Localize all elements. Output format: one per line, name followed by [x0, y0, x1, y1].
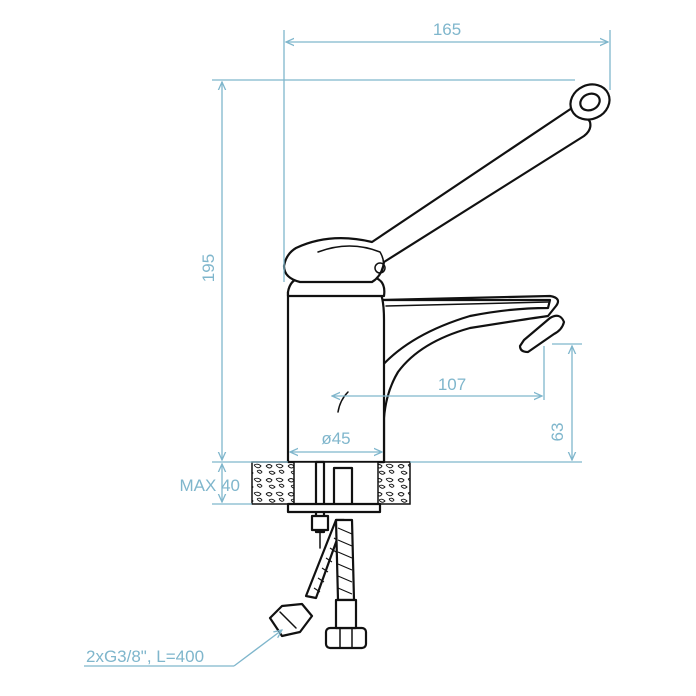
countertop-section: [251, 460, 411, 549]
hoses-label: 2xG3/8", L=400: [86, 647, 204, 666]
lever-arm: [282, 105, 592, 284]
dimension-width-top: 165: [283, 20, 611, 282]
height-total-label: 195: [199, 254, 218, 282]
counter-thickness-label: MAX 40: [180, 476, 240, 495]
dimension-height-total: 195: [199, 79, 575, 463]
lever-handle: [282, 83, 611, 284]
aerator: [518, 314, 566, 354]
flex-hoses: [268, 518, 368, 650]
spout-inner-line: [385, 301, 549, 307]
dimension-counter-thickness: MAX 40: [180, 464, 252, 505]
width-top-label: 165: [433, 20, 461, 39]
dimension-spout-reach: 107: [332, 346, 545, 400]
lever-pivot: [374, 262, 386, 274]
base-diameter-label: ø45: [321, 429, 350, 448]
dimension-hoses-callout: 2xG3/8", L=400: [84, 630, 282, 667]
hose-nut-right: [324, 626, 368, 650]
dimension-base-diameter: ø45: [290, 429, 382, 452]
spout-height-label: 63: [548, 423, 567, 442]
dimension-spout-height: 63: [410, 343, 582, 463]
lever-ring-hole: [579, 92, 601, 112]
lever-ridge: [317, 245, 385, 273]
spout-reach-label: 107: [438, 375, 466, 394]
nut-lower: [310, 514, 330, 532]
hose-fitting: [332, 466, 354, 510]
hose-nut-left: [268, 602, 314, 638]
mounting-plate: [286, 502, 382, 514]
